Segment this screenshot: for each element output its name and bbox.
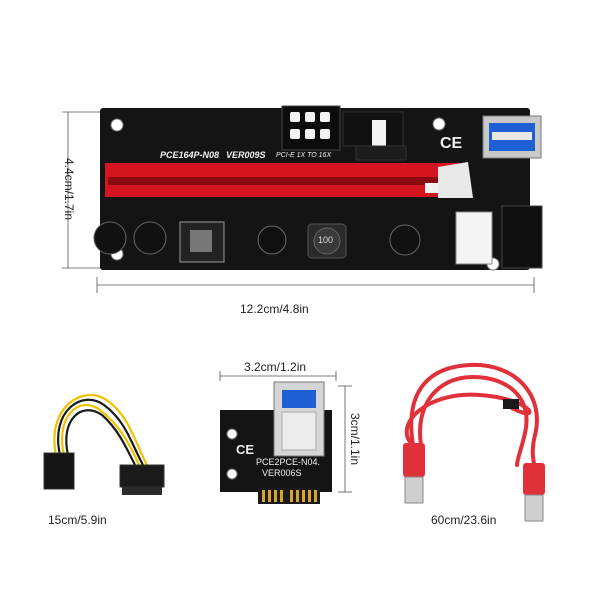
molex-connector bbox=[342, 111, 407, 161]
board-model-label: PCE164P-N08 bbox=[160, 150, 220, 160]
inductor-label: 100 bbox=[318, 235, 334, 245]
mount-hole bbox=[110, 118, 124, 132]
adapter-card-drawing: CE bbox=[219, 371, 352, 504]
power-cable-drawing bbox=[43, 393, 165, 495]
usb-port bbox=[482, 115, 542, 159]
riser-board-drawing: CE bbox=[62, 105, 543, 293]
riser-board-photo: CE PCE164P-N08 VER009S PCI-E 1X TO 16X 1… bbox=[62, 105, 543, 316]
usb-cable-length-label: 60cm/23.6in bbox=[431, 513, 497, 527]
usb-cable-drawing bbox=[403, 362, 545, 522]
jumper-block bbox=[455, 211, 493, 265]
ce-mark: CE bbox=[440, 135, 463, 152]
board-width-label: 12.2cm/4.8in bbox=[240, 302, 309, 316]
capacitors bbox=[93, 221, 421, 256]
sata-connector bbox=[501, 205, 543, 269]
adapter-version-label: VER006S bbox=[262, 468, 302, 478]
board-version-label: VER009S bbox=[226, 150, 266, 160]
adapter-model-label: PCE2PCE-N04. bbox=[256, 457, 321, 467]
cable-tie bbox=[503, 399, 519, 409]
dimension-lines bbox=[62, 111, 535, 293]
usb-plug-left bbox=[403, 443, 425, 477]
sata-plug bbox=[119, 464, 165, 488]
power-cable-photo: 15cm/5.9in bbox=[30, 375, 190, 527]
pcie-x16-slot bbox=[105, 162, 473, 198]
adapter-height-label: 3cm/1.1in bbox=[348, 412, 362, 466]
adapter-width-label: 3.2cm/1.2in bbox=[244, 360, 307, 374]
ce-mark: CE bbox=[236, 442, 254, 457]
six-pin-plug bbox=[43, 452, 75, 490]
usb-plug-right bbox=[523, 463, 545, 495]
mount-hole bbox=[432, 117, 446, 131]
usb-cable-photo: 60cm/23.6in bbox=[385, 355, 575, 530]
inductor bbox=[307, 223, 347, 259]
power-cable-length-label: 15cm/5.9in bbox=[48, 513, 107, 527]
six-pin-connector bbox=[281, 105, 341, 151]
board-height-label: 4.4cm/1.7in bbox=[62, 157, 76, 221]
adapter-card-photo: CE 3.2cm/1.2in 3cm/1.1in PCE2PCE-N04. VE… bbox=[210, 360, 390, 512]
board-pcie-label: PCI-E 1X TO 16X bbox=[276, 152, 332, 159]
